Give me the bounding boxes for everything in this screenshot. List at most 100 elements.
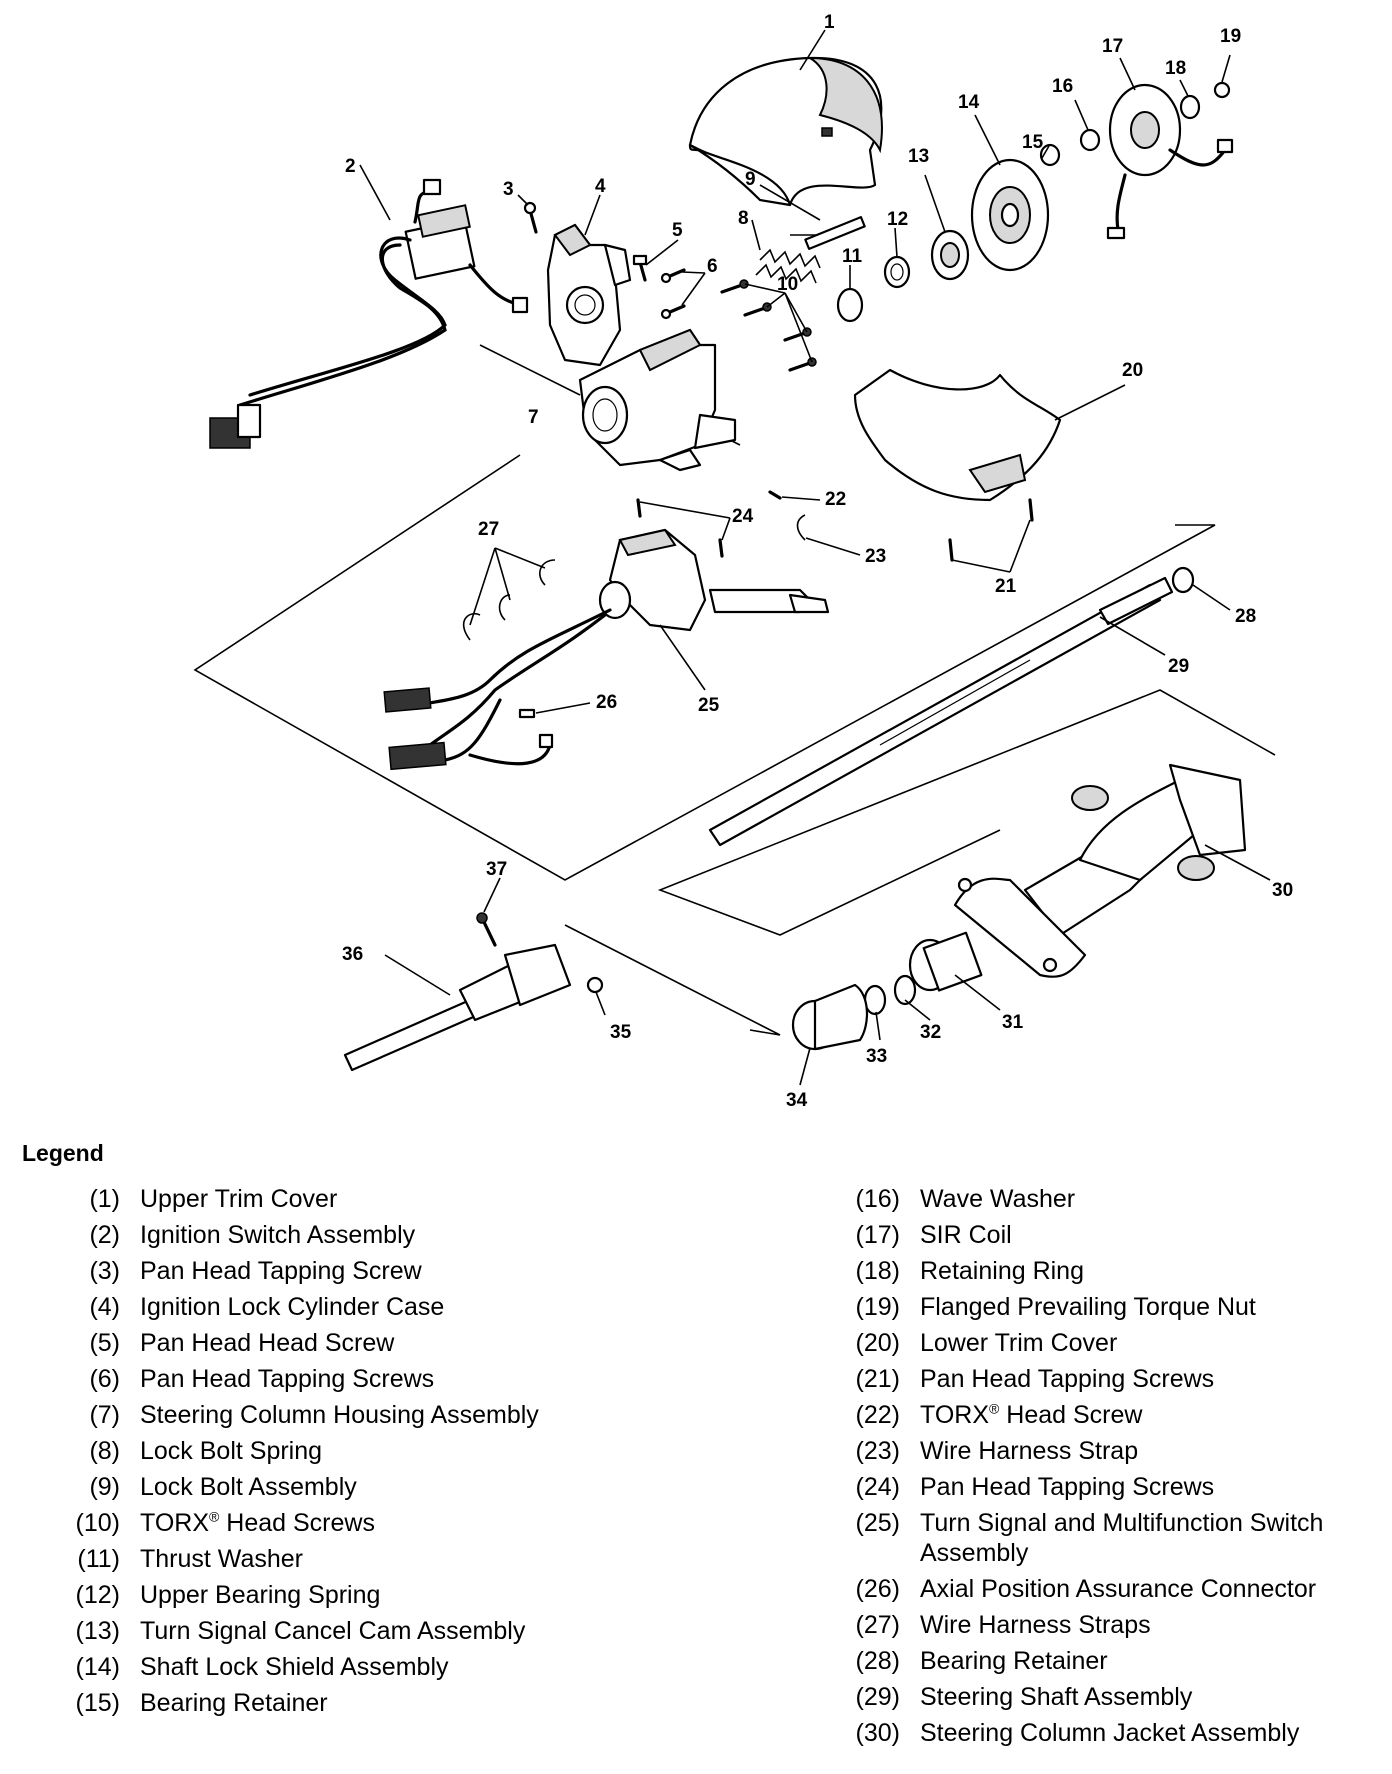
callout-numbers: 1 2 3 4 5 6 7 8 9 10 11 12 13 14 15 16 1… [342, 12, 1293, 1110]
legend-item: (4)Ignition Lock Cylinder Case [89, 1293, 445, 1321]
callout-24: 24 [732, 506, 754, 527]
callout-10: 10 [777, 274, 798, 295]
leader-lines [359, 29, 1271, 1086]
legend-item: (21)Pan Head Tapping Screws [855, 1365, 1215, 1393]
callout-11: 11 [842, 246, 863, 267]
legend-item: (25)Turn Signal and Multifunction Switch… [855, 1509, 1324, 1567]
torx-head-screws [720, 279, 817, 372]
legend-item: (26)Axial Position Assurance Connector [855, 1575, 1317, 1603]
pan-head-tapping-screw [523, 201, 538, 234]
callout-36: 36 [342, 944, 363, 965]
legend-item: (6)Pan Head Tapping Screws [89, 1365, 435, 1393]
callout-35: 35 [610, 1022, 632, 1043]
callout-31: 31 [1002, 1012, 1024, 1033]
callout-2: 2 [345, 156, 356, 177]
legend-item: (22)TORX® Head Screw [855, 1400, 1143, 1429]
callout-4: 4 [595, 176, 606, 197]
bearing-retainer-shaft [1171, 566, 1195, 594]
callout-25: 25 [698, 695, 720, 716]
pan-head-tapping-screws [660, 268, 686, 320]
callout-23: 23 [865, 546, 886, 567]
callout-6: 6 [707, 256, 718, 277]
pan-head-tapping-screws-switch [636, 498, 724, 558]
turn-signal-cancel-cam-assembly [930, 229, 970, 281]
turn-signal-multifunction-switch-assembly [383, 528, 830, 771]
callout-17: 17 [1102, 36, 1123, 57]
legend-item: (2)Ignition Switch Assembly [89, 1221, 416, 1249]
legend-item: (7)Steering Column Housing Assembly [89, 1401, 539, 1429]
legend-item: (20)Lower Trim Cover [855, 1329, 1118, 1357]
legend-item: (24)Pan Head Tapping Screws [855, 1473, 1215, 1501]
legend-item: (19)Flanged Prevailing Torque Nut [855, 1293, 1256, 1321]
steering-column-jacket-assembly [953, 763, 1247, 978]
callout-15: 15 [1022, 132, 1044, 153]
upper-trim-cover [688, 56, 883, 207]
legend-item: (11)Thrust Washer [77, 1545, 304, 1573]
pan-head-head-screw [632, 254, 648, 282]
callout-30: 30 [1272, 880, 1293, 901]
callout-1: 1 [824, 12, 835, 33]
legend-item: (18)Retaining Ring [855, 1257, 1084, 1285]
callout-29: 29 [1168, 656, 1189, 677]
legend-item: (1)Upper Trim Cover [89, 1185, 338, 1213]
callout-8: 8 [738, 208, 749, 229]
washer-33 [863, 984, 887, 1016]
wire-harness-strap [796, 514, 806, 541]
legend-item: (12)Upper Bearing Spring [75, 1581, 381, 1609]
callout-21: 21 [995, 576, 1017, 597]
callout-7: 7 [528, 407, 539, 428]
callout-22: 22 [825, 489, 846, 510]
lock-cylinder-36 [343, 943, 572, 1072]
legend-item: (8)Lock Bolt Spring [89, 1437, 323, 1465]
callout-26: 26 [596, 692, 617, 713]
legend-item: (23)Wire Harness Strap [855, 1437, 1139, 1465]
callout-19: 19 [1220, 26, 1241, 47]
torx-head-screw [768, 490, 782, 500]
lock-bolt-spring [755, 248, 821, 284]
legend-item: (29)Steering Shaft Assembly [855, 1683, 1193, 1711]
callout-27: 27 [478, 519, 499, 540]
callout-18: 18 [1165, 58, 1186, 79]
callout-9: 9 [745, 169, 756, 190]
legend-column-left: (1)Upper Trim Cover (2)Ignition Switch A… [66, 1184, 539, 1724]
bushing-34 [791, 983, 869, 1051]
thrust-washer [836, 287, 864, 323]
callout-20: 20 [1122, 360, 1143, 381]
legend-item: (14)Shaft Lock Shield Assembly [75, 1653, 449, 1681]
legend-item: (3)Pan Head Tapping Screw [89, 1257, 422, 1285]
wave-washer [1079, 128, 1101, 152]
lock-bolt-assembly [804, 216, 866, 250]
flanged-prevailing-torque-nut [1213, 81, 1231, 99]
legend-item: (10)TORX® Head Screws [75, 1508, 375, 1537]
ignition-lock-cylinder-case [546, 223, 632, 367]
callout-14: 14 [958, 92, 980, 113]
adjuster-part-31 [908, 931, 983, 992]
assembly-frame-upper [193, 454, 1216, 881]
legend-column-right: (16)Wave Washer (17)SIR Coil (18)Retaini… [824, 1184, 1384, 1754]
shaft-lock-shield-assembly [970, 158, 1050, 272]
legend-item: (9)Lock Bolt Assembly [89, 1473, 357, 1501]
legend-item: (30)Steering Column Jacket Assembly [855, 1719, 1300, 1747]
assembly-frame-small [564, 924, 781, 1036]
steering-column-housing-assembly [578, 328, 737, 472]
upper-bearing-spring [883, 255, 911, 289]
exploded-view-diagram: 1 2 3 4 5 6 7 8 9 10 11 12 13 14 15 16 1… [193, 12, 1293, 1110]
callout-33: 33 [866, 1046, 887, 1067]
bearing-retainer [1039, 143, 1061, 167]
wire-harness-straps [463, 559, 556, 641]
ignition-switch-assembly [209, 178, 529, 449]
axial-position-assurance-connector [518, 708, 536, 719]
sir-coil [1106, 83, 1234, 240]
legend-item: (27)Wire Harness Straps [855, 1611, 1151, 1639]
callout-16: 16 [1052, 76, 1073, 97]
washer-32 [893, 974, 917, 1006]
pan-head-tapping-screws-lower-cover [948, 498, 1034, 562]
legend-item: (28)Bearing Retainer [855, 1647, 1108, 1675]
legend-item: (5)Pan Head Head Screw [89, 1329, 395, 1357]
callout-3: 3 [503, 179, 514, 200]
legend-item: (16)Wave Washer [855, 1185, 1076, 1213]
retaining-ring [1179, 94, 1201, 120]
nut-35 [586, 976, 604, 994]
alignment-line [479, 344, 581, 396]
legend-item: (13)Turn Signal Cancel Cam Assembly [75, 1617, 526, 1645]
